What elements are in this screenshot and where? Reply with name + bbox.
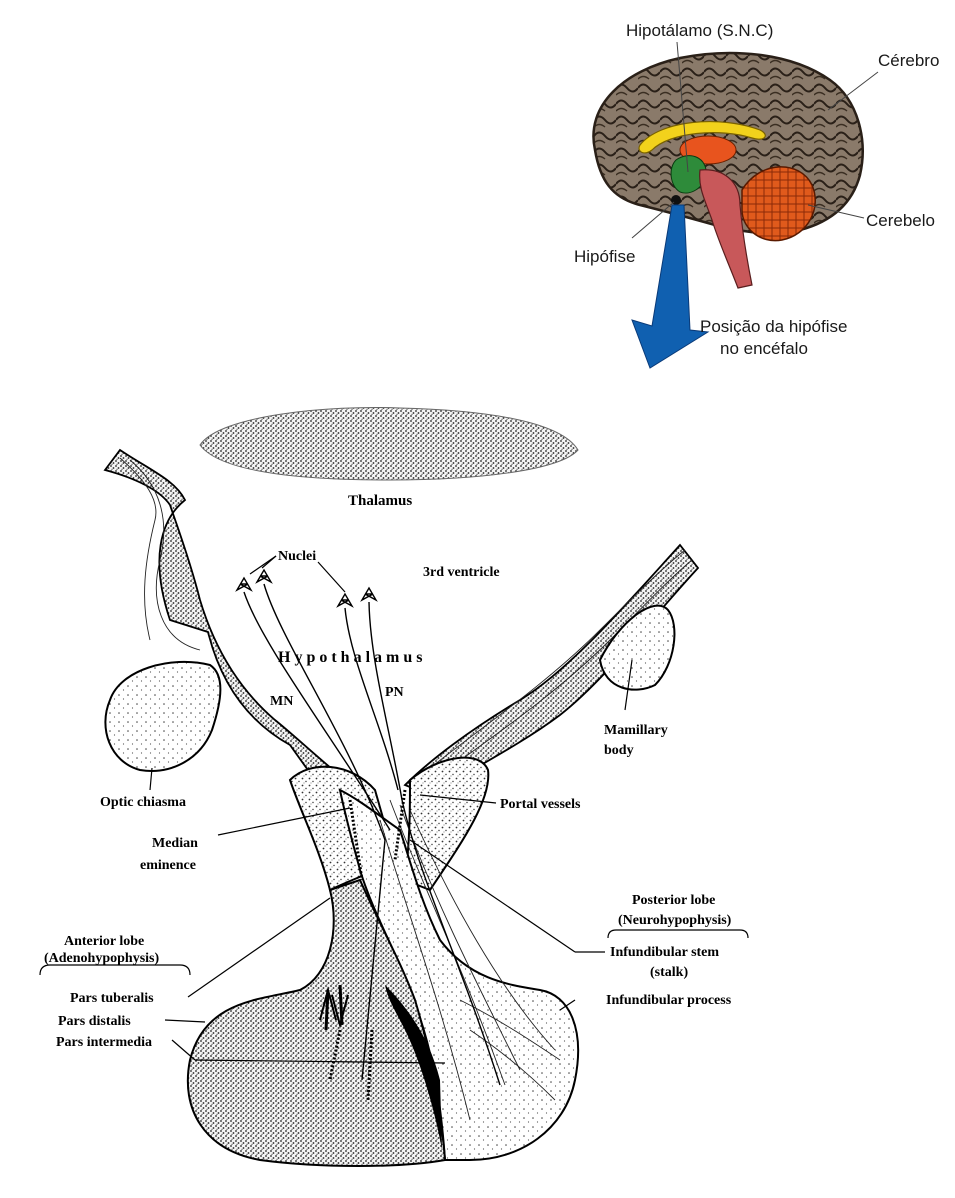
label-hipotalamo: Hipotálamo (S.N.C) [626, 21, 773, 40]
label-mamillary-2: body [604, 743, 634, 758]
label-pars-intermedia: Pars intermedia [56, 1035, 152, 1050]
label-cerebelo: Cerebelo [866, 211, 935, 230]
caption-line2: no encéfalo [720, 339, 808, 358]
label-pars-distalis: Pars distalis [58, 1014, 131, 1029]
label-anterior-1: Anterior lobe [64, 934, 144, 949]
brain-inset: Hipotálamo (S.N.C) Cérebro Cerebelo Hipó… [574, 21, 939, 368]
pituitary-diagram: Thalamus Nuclei 3rd ventricle Hypothalam… [40, 407, 748, 1166]
label-thalamus: Thalamus [348, 493, 412, 509]
label-median-1: Median [152, 836, 198, 851]
label-optic-chiasma: Optic chiasma [100, 795, 186, 810]
label-portal-vessels: Portal vessels [500, 797, 581, 812]
label-nuclei: Nuclei [278, 549, 316, 564]
label-hypothalamus: Hypothalamus [278, 649, 426, 666]
label-infundibular-process: Infundibular process [606, 993, 732, 1008]
label-hipofise: Hipófise [574, 247, 635, 266]
label-pn: PN [385, 685, 404, 700]
optic-chiasma-shape [105, 662, 220, 771]
mamillary-body-shape [600, 606, 674, 690]
label-anterior-2: (Adenohypophysis) [44, 951, 159, 966]
thalamus-region [200, 407, 578, 480]
label-infundibular-stem-2: (stalk) [650, 965, 688, 980]
label-third-ventricle: 3rd ventricle [423, 565, 500, 580]
caption-line1: Posição da hipófise [700, 317, 847, 336]
portal-lobe-right [405, 758, 488, 890]
label-mamillary-1: Mamillary [604, 723, 668, 738]
label-mn: MN [270, 694, 293, 709]
position-arrow [632, 205, 708, 368]
label-posterior-1: Posterior lobe [632, 893, 715, 908]
label-median-2: eminence [140, 858, 196, 873]
label-cerebro: Cérebro [878, 51, 939, 70]
label-pars-tuberalis: Pars tuberalis [70, 991, 154, 1006]
label-posterior-2: (Neurohypophysis) [618, 913, 732, 928]
label-infundibular-stem-1: Infundibular stem [610, 945, 719, 960]
